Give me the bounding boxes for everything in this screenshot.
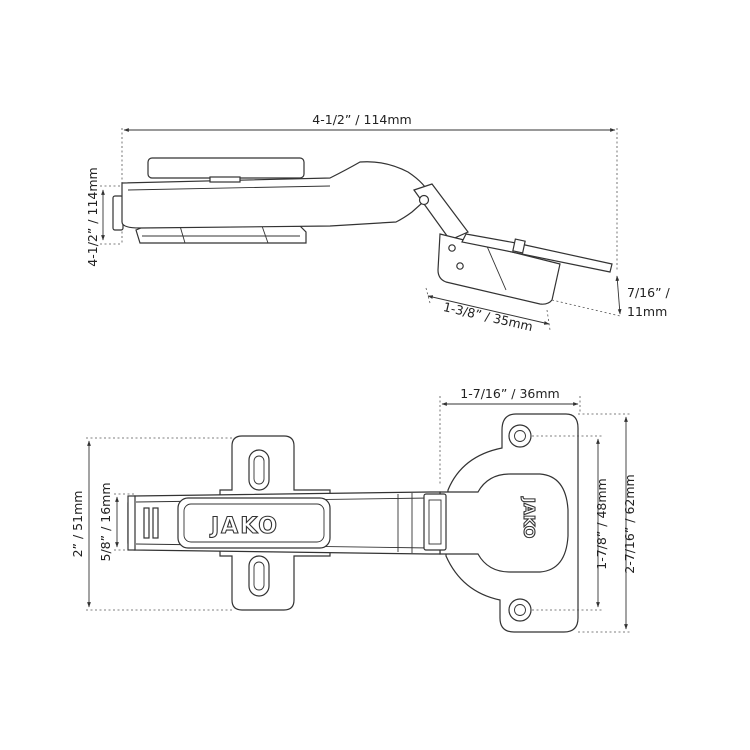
grip-slot bbox=[152, 507, 159, 539]
logo-plate bbox=[177, 497, 331, 549]
mounting-plate-base bbox=[135, 225, 307, 244]
cup-width-dimension-line bbox=[427, 295, 550, 325]
cup-width-label: 1-3/8” / 35mm bbox=[442, 299, 535, 334]
plate-detail-line bbox=[179, 225, 186, 244]
arm-slot bbox=[209, 176, 241, 183]
cup-depth-label-line2: 11mm bbox=[627, 304, 667, 319]
cup-screw-hole bbox=[456, 262, 464, 270]
overall-length-label: 4-1/2” / 114mm bbox=[312, 112, 411, 127]
plate-height-label: 2” / 51mm bbox=[70, 491, 85, 558]
extension-line bbox=[425, 287, 431, 304]
flange-clip bbox=[512, 238, 526, 254]
cup-plate-screw-hole bbox=[508, 598, 532, 622]
logo-plate-inner bbox=[183, 503, 325, 543]
brand-logo: JAKO bbox=[209, 514, 279, 539]
mounting-plate-top bbox=[147, 157, 305, 179]
cup-screw-hole bbox=[448, 244, 456, 252]
cup-plate-height-label: 2-7/16” / 62mm bbox=[622, 474, 637, 573]
pivot-pin bbox=[418, 194, 430, 206]
side-view: 4-1/2” / 114mm 4-1/2” / 114mm bbox=[85, 112, 671, 334]
cup-plate-screw-hole-inner bbox=[514, 604, 526, 616]
cup-plate-screw-hole-inner bbox=[514, 430, 526, 442]
plate-slot-bottom-inner bbox=[253, 561, 265, 591]
arm-end-cap-top bbox=[127, 495, 136, 551]
plate-detail-line bbox=[261, 225, 269, 244]
cup-detail-line bbox=[485, 243, 507, 291]
height-label: 4-1/2” / 114mm bbox=[85, 167, 100, 266]
hinge-link bbox=[413, 183, 469, 241]
top-view: 2” / 51mm 5/8” / 16mm JAKO JAKO bbox=[70, 386, 637, 633]
extension-line bbox=[551, 299, 621, 317]
hinge-link-top bbox=[423, 493, 447, 551]
cup-depth-label-line1: 7/16” / bbox=[627, 285, 671, 300]
grip-slot bbox=[143, 507, 150, 539]
mirrored-brand-logo: JAKO bbox=[520, 497, 538, 539]
cup-diameter-label: 1-7/16” / 36mm bbox=[460, 386, 559, 401]
hinge-link-top-inner bbox=[428, 499, 442, 545]
cup-arm-housing bbox=[439, 473, 569, 573]
cup-depth-dimension-line bbox=[615, 275, 622, 315]
hole-spacing-label: 1-7/8” / 48mm bbox=[594, 478, 609, 569]
arm-height-label: 5/8” / 16mm bbox=[98, 482, 113, 561]
plate-slot-top-inner bbox=[253, 455, 265, 485]
arm-detail-line bbox=[127, 185, 331, 191]
extension-line bbox=[546, 309, 551, 331]
cup-plate-screw-hole bbox=[508, 424, 532, 448]
